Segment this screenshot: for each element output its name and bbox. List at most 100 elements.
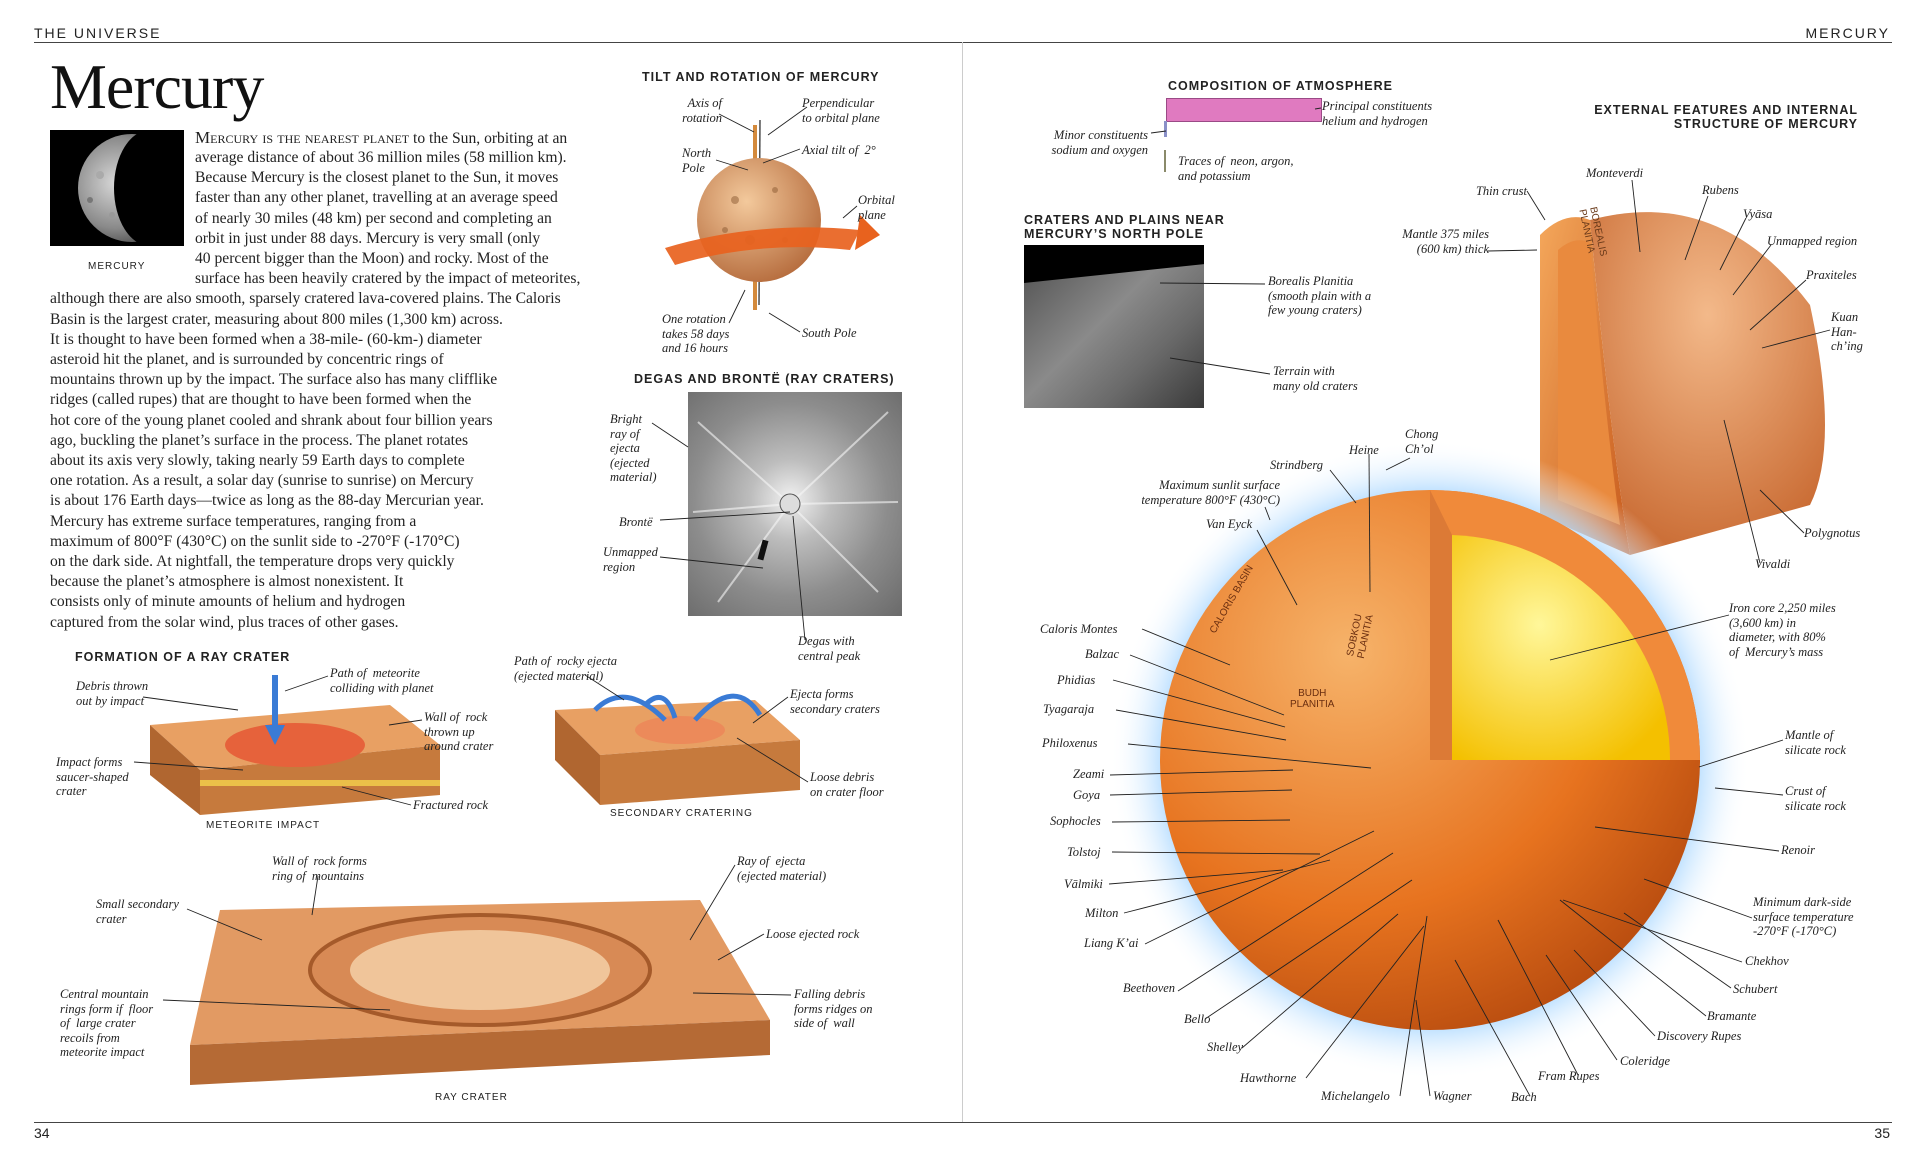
tilt-heading: TILT AND ROTATION OF MERCURY xyxy=(642,70,880,84)
atmosphere-traces-bar xyxy=(1164,150,1166,172)
label-axial-tilt: Axial tilt of 2° xyxy=(802,143,876,157)
intro-line: Mercury has extreme surface temperatures… xyxy=(50,512,417,530)
label-impact-forms: Impact forms saucer-shaped crater xyxy=(56,755,129,798)
north-pole-sky xyxy=(1024,245,1204,283)
intro-line: Basin is the largest crater, measuring a… xyxy=(50,310,503,328)
page-number-right: 35 xyxy=(1874,1125,1890,1141)
label-tyagaraja: Tyagaraja xyxy=(1043,702,1095,716)
label-bright-ray: Bright ray of ejecta (ejected material) xyxy=(610,412,657,484)
label-mantle375: Mantle 375 miles (600 km) thick xyxy=(1402,227,1489,256)
intro-line: of nearly 30 miles (48 km) per second an… xyxy=(195,209,552,227)
label-unmapped: Unmapped region xyxy=(1767,234,1858,248)
running-header-left: THE UNIVERSE xyxy=(34,25,162,41)
label-min-temp: Minimum dark-side surface temperature -2… xyxy=(1753,895,1854,938)
label-mantle-silicate: Mantle of silicate rock xyxy=(1785,728,1846,757)
label-balzac: Balzac xyxy=(1085,647,1120,661)
atmosphere-principal-bar xyxy=(1166,98,1322,122)
label-degas: Degas with central peak xyxy=(798,634,861,663)
label-one-rotation: One rotation takes 58 days and 16 hours xyxy=(662,312,730,355)
footer-rule xyxy=(34,1122,1892,1123)
north-pole-photo xyxy=(1024,245,1204,408)
label-praxiteles: Praxiteles xyxy=(1806,268,1857,282)
label-rubens: Rubens xyxy=(1702,183,1739,197)
running-header-right: MERCURY xyxy=(1805,25,1890,41)
intro-line: average distance of about 36 million mil… xyxy=(195,149,567,166)
intro-line: maximum of 800°F (430°C) on the sunlit s… xyxy=(50,532,460,550)
label-principal: Principal constituents helium and hydrog… xyxy=(1322,99,1433,128)
intro-line: asteroid hit the planet, and is surround… xyxy=(50,351,444,369)
header-rule xyxy=(34,42,1892,43)
intro-line: is about 176 Earth days—twice as long as… xyxy=(50,492,484,510)
label-ray-ejecta: Ray of ejecta (ejected material) xyxy=(737,854,827,883)
label-zeami: Zeami xyxy=(1073,767,1105,781)
label-orbital-plane: Orbital plane xyxy=(858,193,895,222)
ray-crater-caption: RAY CRATER xyxy=(435,1092,508,1103)
label-kuan: Kuan Han- ch’ing xyxy=(1831,310,1863,353)
intro-line: It is thought to have been formed when a… xyxy=(50,330,482,348)
intro-first-line: Mercury is the nearest planet to the Sun… xyxy=(195,128,567,149)
secondary-diagram xyxy=(555,693,800,805)
label-bramante: Bramante xyxy=(1707,1009,1757,1023)
label-milton: Milton xyxy=(1085,906,1119,920)
label-wall-thrown: Wall of rock thrown up around crater xyxy=(424,710,494,753)
intro-line: on the dark side. At nightfall, the temp… xyxy=(50,553,455,571)
intro-line: ago, buckling the planet’s surface in th… xyxy=(50,431,469,449)
label-wagner: Wagner xyxy=(1433,1089,1472,1103)
label-michelangelo: Michelangelo xyxy=(1321,1089,1390,1103)
label-minor: Minor constituents sodium and oxygen xyxy=(1051,128,1148,157)
label-shelley: Shelley xyxy=(1207,1040,1244,1054)
label-path-ejecta: Path of rocky ejecta (ejected material) xyxy=(514,654,617,683)
degas-heading: DEGAS AND BRONTË (RAY CRATERS) xyxy=(634,372,895,386)
label-perpendicular: Perpendicular to orbital plane xyxy=(802,96,880,125)
label-thin-crust: Thin crust xyxy=(1475,184,1527,198)
atmosphere-minor-bar xyxy=(1164,121,1167,137)
label-unmapped-region: Unmapped region xyxy=(603,545,658,574)
label-fractured-rock: Fractured rock xyxy=(413,798,489,812)
impact-caption: METEORITE IMPACT xyxy=(206,820,321,831)
intro-line: because the planet’s atmosphere is almos… xyxy=(50,573,404,591)
intro-line: captured from the solar wind, plus trace… xyxy=(50,613,399,631)
label-phidias: Phidias xyxy=(1057,673,1096,687)
intro-line: surface has been heavily cratered by the… xyxy=(195,270,581,288)
label-sophocles: Sophocles xyxy=(1050,814,1101,828)
label-vivaldi: Vivaldi xyxy=(1755,557,1791,571)
tilt-diagram xyxy=(665,119,880,310)
label-central-mountain: Central mountain rings form if floor of … xyxy=(60,987,154,1059)
label-coleridge: Coleridge xyxy=(1620,1054,1670,1068)
label-loose-floor: Loose debris on crater floor xyxy=(810,770,884,799)
label-chong: Chong Ch’ol xyxy=(1405,427,1439,456)
label-debris: Debris thrown out by impact xyxy=(76,679,149,708)
external-heading: EXTERNAL FEATURES AND INTERNAL STRUCTURE… xyxy=(1594,103,1858,131)
atmosphere-heading: COMPOSITION OF ATMOSPHERE xyxy=(1168,79,1394,93)
label-liang: Liang K’ai xyxy=(1084,936,1139,950)
intro-line: faster than any other planet, travelling… xyxy=(195,189,558,207)
label-van-eyck: Van Eyck xyxy=(1206,517,1253,531)
intro-line: to the Sun, orbiting at an xyxy=(409,130,568,147)
label-traces: Traces of neon, argon, and potassium xyxy=(1178,154,1294,183)
label-crust-silicate: Crust of silicate rock xyxy=(1785,784,1846,813)
ray-formation-heading: FORMATION OF A RAY CRATER xyxy=(75,650,291,664)
page-number-left: 34 xyxy=(34,1125,50,1141)
intro-line: Because Mercury is the closest planet to… xyxy=(195,169,559,187)
intro-line: although there are also smooth, sparsely… xyxy=(50,290,561,308)
label-terrain: Terrain with many old craters xyxy=(1273,364,1358,393)
label-polygnotus: Polygnotus xyxy=(1804,526,1861,540)
degas-photo xyxy=(688,392,902,616)
label-bronte: Brontë xyxy=(619,515,653,529)
label-axis-rotation: Axis of rotation xyxy=(682,96,722,125)
label-chekhov: Chekhov xyxy=(1745,954,1789,968)
label-north-pole: North Pole xyxy=(682,146,712,175)
label-fram-rupes: Fram Rupes xyxy=(1538,1069,1600,1083)
label-borealis: Borealis Planitia (smooth plain with a f… xyxy=(1268,274,1372,317)
label-schubert: Schubert xyxy=(1733,982,1778,996)
label-loose-rock: Loose ejected rock xyxy=(766,927,860,941)
photo-caption: MERCURY xyxy=(88,261,146,272)
label-philoxenus: Philoxenus xyxy=(1042,736,1098,750)
label-valmiki: Vālmiki xyxy=(1064,877,1103,891)
label-heine: Heine xyxy=(1349,443,1379,457)
label-bello: Bello xyxy=(1184,1012,1211,1026)
intro-line: consists only of minute amounts of heliu… xyxy=(50,593,406,611)
intro-line: hot core of the young planet cooled and … xyxy=(50,411,493,429)
label-renoir: Renoir xyxy=(1781,843,1816,857)
label-ejecta-forms: Ejecta forms secondary craters xyxy=(790,687,880,716)
